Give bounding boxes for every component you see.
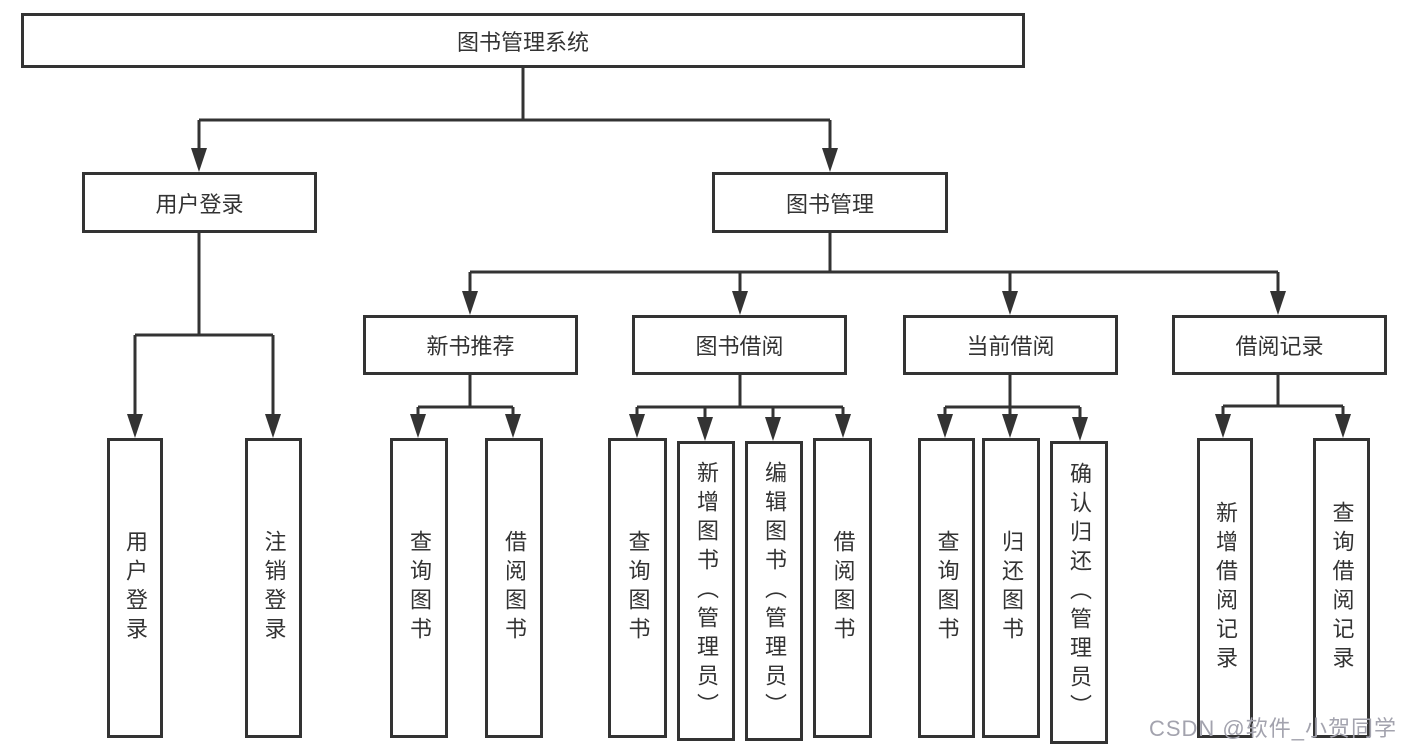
leaf-bb-edit-books-admin-label: 编辑图书（管理员） <box>762 460 787 722</box>
node-new-book-recommend: 新书推荐 <box>363 315 578 375</box>
node-new-book-recommend-label: 新书推荐 <box>426 334 515 359</box>
node-book-management: 图书管理 <box>712 172 948 233</box>
leaf-logout: 注销登录 <box>245 438 302 738</box>
leaf-nb-borrow-books: 借阅图书 <box>485 438 543 738</box>
leaf-bb-add-books-admin: 新增图书（管理员） <box>677 441 735 741</box>
leaf-bb-query-books-label: 查询图书 <box>625 530 651 646</box>
leaf-br-query-record-label: 查询借阅记录 <box>1329 501 1355 675</box>
leaf-cb-return-books-label: 归还图书 <box>999 530 1024 646</box>
node-root-label: 图书管理系统 <box>456 29 589 55</box>
leaf-bb-edit-books-admin: 编辑图书（管理员） <box>745 441 803 741</box>
leaf-cb-query-books-label: 查询图书 <box>934 530 960 646</box>
node-book-borrowing-label: 图书借阅 <box>695 334 784 359</box>
node-user-login: 用户登录 <box>82 172 317 233</box>
node-book-management-label: 图书管理 <box>785 191 874 217</box>
node-current-borrowing-label: 当前借阅 <box>966 334 1055 359</box>
leaf-br-query-record: 查询借阅记录 <box>1313 438 1370 738</box>
leaf-cb-confirm-return-admin: 确认归还（管理员） <box>1050 441 1108 744</box>
node-borrowing-records-label: 借阅记录 <box>1235 334 1324 359</box>
leaf-nb-query-books: 查询图书 <box>390 438 448 738</box>
leaf-user-login: 用户登录 <box>107 438 163 738</box>
leaf-bb-query-books: 查询图书 <box>608 438 667 738</box>
leaf-nb-borrow-books-label: 借阅图书 <box>502 530 527 646</box>
csdn-watermark: CSDN @软件_小贺同学 <box>1148 716 1397 741</box>
leaf-br-add-record: 新增借阅记录 <box>1197 438 1253 738</box>
node-user-login-label: 用户登录 <box>155 191 244 217</box>
node-borrowing-records: 借阅记录 <box>1172 315 1387 375</box>
leaf-user-login-label: 用户登录 <box>123 530 148 646</box>
leaf-br-add-record-label: 新增借阅记录 <box>1213 501 1238 675</box>
leaf-logout-label: 注销登录 <box>261 530 287 646</box>
leaf-cb-return-books: 归还图书 <box>982 438 1040 738</box>
node-current-borrowing: 当前借阅 <box>903 315 1118 375</box>
leaf-bb-borrow-books: 借阅图书 <box>813 438 872 738</box>
node-root: 图书管理系统 <box>21 13 1025 68</box>
leaf-bb-borrow-books-label: 借阅图书 <box>830 530 856 646</box>
leaf-cb-confirm-return-admin-label: 确认归还（管理员） <box>1067 462 1092 723</box>
leaf-nb-query-books-label: 查询图书 <box>407 530 432 646</box>
node-book-borrowing: 图书借阅 <box>632 315 847 375</box>
leaf-bb-add-books-admin-label: 新增图书（管理员） <box>694 460 719 722</box>
leaf-cb-query-books: 查询图书 <box>918 438 975 738</box>
